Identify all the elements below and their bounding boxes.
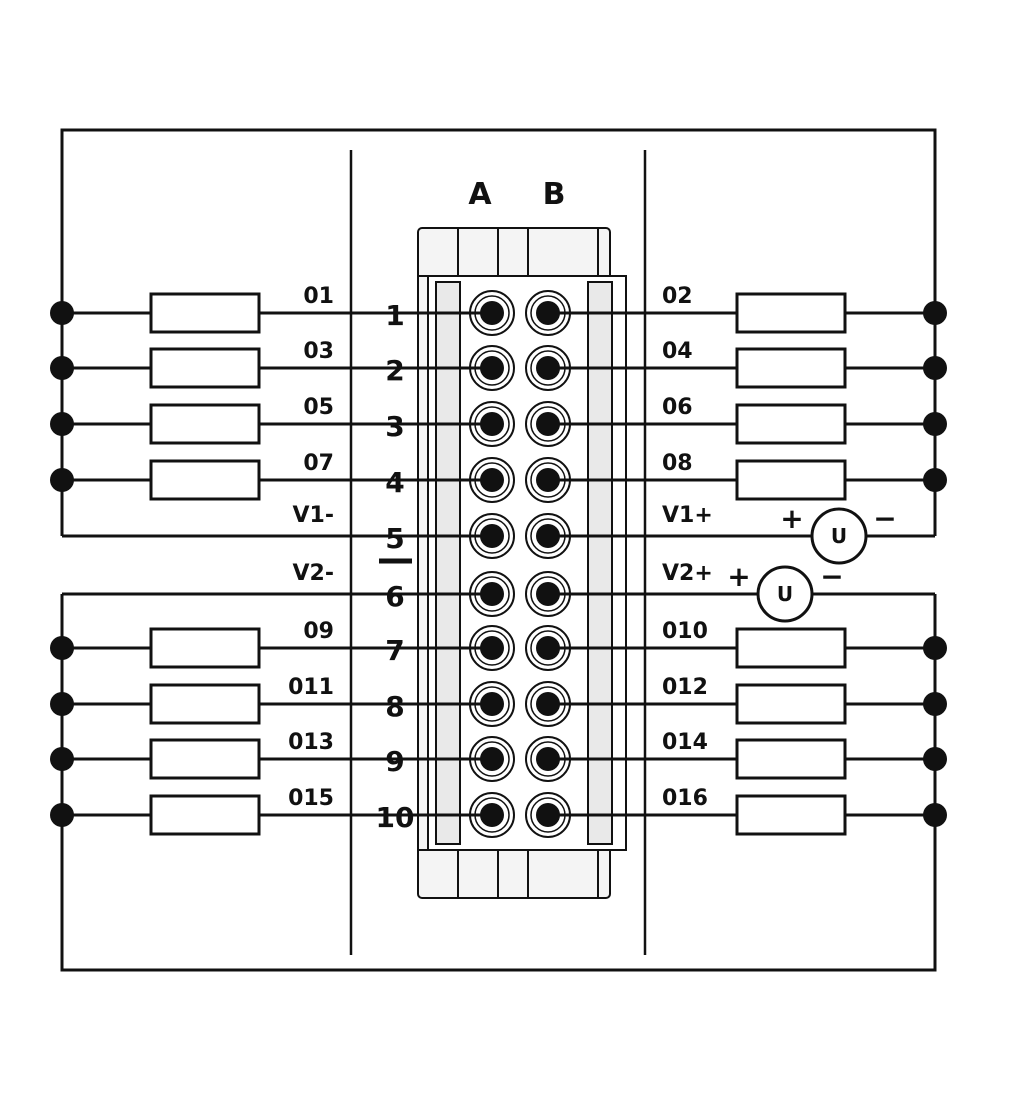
left-signal-label: V2- xyxy=(293,561,334,586)
right-signal-label: 06 xyxy=(662,395,693,420)
right-load xyxy=(735,738,847,780)
right-junction-node xyxy=(923,356,947,380)
right-load xyxy=(735,347,847,389)
terminal-row: 8 011 012 xyxy=(50,675,947,727)
supply-v1-symbol xyxy=(810,507,868,565)
supply-v2-plus: + xyxy=(727,560,750,593)
left-load xyxy=(149,403,261,445)
right-junction-node xyxy=(923,747,947,771)
supply-v2-minus: − xyxy=(820,560,843,593)
left-signal-label: V1- xyxy=(293,503,334,528)
left-load xyxy=(149,683,261,725)
right-load xyxy=(735,794,847,836)
frame xyxy=(60,128,937,972)
right-signal-label: 04 xyxy=(662,339,693,364)
terminal-number: 7 xyxy=(385,634,404,667)
left-junction-node xyxy=(50,747,74,771)
connector xyxy=(417,227,627,899)
left-load xyxy=(149,459,261,501)
right-signal-label: 08 xyxy=(662,451,693,476)
right-load xyxy=(735,627,847,669)
left-signal-label: 07 xyxy=(303,451,334,476)
terminal-number: 3 xyxy=(385,410,404,443)
terminal-row: 10 015 016 xyxy=(50,786,947,838)
terminal-row: 9 013 014 xyxy=(50,730,947,782)
right-junction-node xyxy=(923,803,947,827)
terminal-number: 10 xyxy=(376,801,415,834)
lower-bus-loop xyxy=(60,594,937,972)
right-junction-node xyxy=(923,468,947,492)
upper-bus-loop xyxy=(60,128,937,536)
terminal-number: 6 xyxy=(385,580,404,613)
left-signal-label: 013 xyxy=(288,730,334,755)
left-load xyxy=(149,794,261,836)
left-junction-node xyxy=(50,803,74,827)
terminal-number: 4 xyxy=(385,466,404,499)
right-load xyxy=(735,683,847,725)
terminal-number: 5 xyxy=(385,522,404,555)
terminal-row: 7 09 010 xyxy=(50,619,947,671)
left-load xyxy=(149,292,261,334)
left-load xyxy=(149,627,261,669)
terminal-row: 2 03 04 xyxy=(50,339,947,391)
supply-v1-label: U xyxy=(831,524,847,548)
right-signal-label: 010 xyxy=(662,619,708,644)
left-junction-node xyxy=(50,692,74,716)
terminal-row: 1 01 02 xyxy=(50,284,947,336)
terminal-row: 5 V1- V1+ xyxy=(62,503,713,559)
right-load xyxy=(735,403,847,445)
supply-v2-label: U xyxy=(777,582,793,606)
right-junction-node xyxy=(923,412,947,436)
left-junction-node xyxy=(50,636,74,660)
supply-v1-minus: − xyxy=(873,502,896,535)
column-label-a: A xyxy=(468,177,492,212)
right-signal-label: V1+ xyxy=(662,503,713,528)
terminal-number: 9 xyxy=(385,745,404,778)
left-signal-label: 011 xyxy=(288,675,334,700)
right-load xyxy=(735,459,847,501)
right-junction-node xyxy=(923,692,947,716)
terminal-number: 1 xyxy=(385,299,404,332)
supply-v2-symbol xyxy=(756,565,814,623)
left-signal-label: 01 xyxy=(303,284,334,309)
left-signal-label: 03 xyxy=(303,339,334,364)
right-latch-rail xyxy=(587,281,613,845)
right-load xyxy=(735,292,847,334)
right-signal-label: V2+ xyxy=(662,561,713,586)
left-signal-label: 05 xyxy=(303,395,334,420)
terminal-row: 4 07 08 xyxy=(50,451,947,503)
right-signal-label: 016 xyxy=(662,786,708,811)
right-signal-label: 014 xyxy=(662,730,708,755)
column-label-b: B xyxy=(543,177,566,212)
right-junction-node xyxy=(923,636,947,660)
left-load xyxy=(149,347,261,389)
supply-v1-plus: + xyxy=(780,502,803,535)
left-signal-label: 015 xyxy=(288,786,334,811)
left-load xyxy=(149,738,261,780)
right-junction-node xyxy=(923,301,947,325)
left-junction-node xyxy=(50,412,74,436)
left-signal-label: 09 xyxy=(303,619,334,644)
supply-v2: U + − xyxy=(548,560,935,623)
supply-v1: U + − xyxy=(548,502,935,565)
left-junction-node xyxy=(50,468,74,492)
left-junction-node xyxy=(50,356,74,380)
right-signal-label: 02 xyxy=(662,284,693,309)
right-signal-label: 012 xyxy=(662,675,708,700)
terminal-number: 2 xyxy=(385,354,404,387)
left-latch-rail xyxy=(435,281,461,845)
terminal-row: 3 05 06 xyxy=(50,395,947,447)
divider-lines xyxy=(349,150,647,955)
left-junction-node xyxy=(50,301,74,325)
terminal-number: 8 xyxy=(385,690,404,723)
